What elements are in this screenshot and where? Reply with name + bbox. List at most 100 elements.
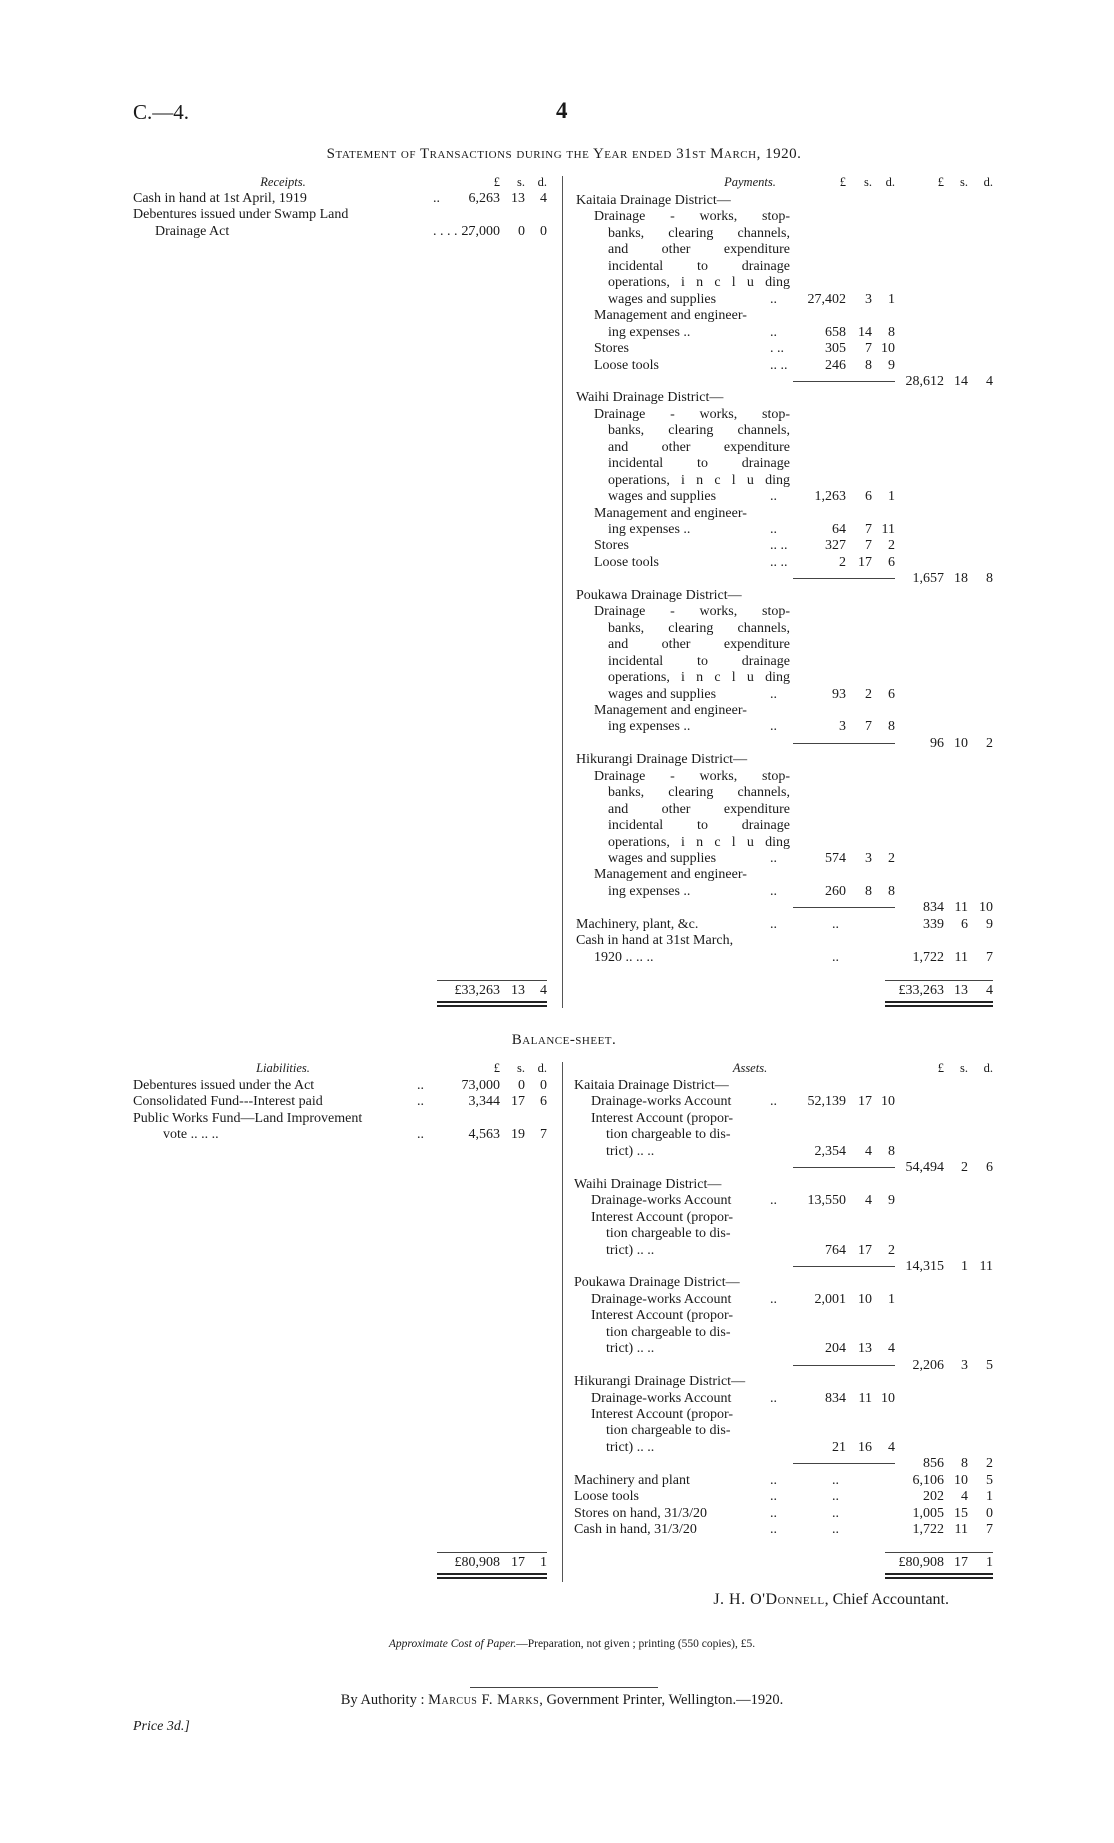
amount-pence: 4: [986, 373, 993, 389]
total-rule-top: [885, 979, 993, 981]
district-heading: Kaitaia Drainage District—: [0, 192, 1114, 209]
amount-pence: 5: [986, 1357, 993, 1373]
amount-shillings: 11: [954, 949, 968, 965]
leader-dots: ..: [770, 686, 777, 702]
line-item: and other expenditure: [0, 439, 1114, 456]
imprint: By Authority : Marcus F. Marks, Governme…: [0, 1692, 1114, 1709]
amount-shillings: 0: [518, 223, 525, 239]
amount-pence: 6: [888, 554, 895, 570]
amount-pounds: 2: [839, 554, 846, 570]
header-pence: d.: [885, 175, 895, 189]
amount-pence: 2: [888, 851, 895, 866]
amount-pence: 4: [888, 1341, 895, 1357]
amount-pounds: 204: [825, 1341, 846, 1357]
district-name: Hikurangi Drainage District—: [576, 752, 748, 768]
line-item-label: and other expenditure: [608, 801, 790, 817]
amount-pence: 8: [888, 1143, 895, 1159]
line-item-label: Stores on hand, 31/3/20: [574, 1505, 707, 1521]
amount-pounds: 834: [923, 900, 944, 916]
amount-shillings: 10: [858, 1291, 872, 1307]
line-item: banks, clearing channels,: [0, 422, 1114, 439]
line-item: tion chargeable to dis-: [0, 1324, 1114, 1341]
column-heading: Liabilities.: [256, 1061, 310, 1075]
line-item-label: tion chargeable to dis-: [606, 1127, 731, 1143]
amount-shillings: 13: [511, 191, 525, 206]
leader-dots: .. ..: [770, 357, 788, 373]
line-item: incidental to drainage: [0, 258, 1114, 275]
leader-dots: ..: [770, 1193, 777, 1209]
line-item-label: tion chargeable to dis-: [606, 1324, 731, 1340]
cost-note-label: Approximate Cost of Paper.: [388, 1638, 517, 1650]
amount-pounds: 3: [839, 719, 846, 735]
amount-pounds: 1,263: [814, 489, 847, 505]
line-item: banks, clearing channels,: [0, 225, 1114, 242]
leader-dots: . ..: [770, 341, 784, 357]
amount-pence: 1: [888, 1291, 895, 1307]
leader-dots: ..: [832, 1489, 839, 1505]
amount-shillings: 11: [858, 1390, 872, 1406]
subtotal-rule: [793, 578, 895, 580]
amount-shillings: 18: [954, 571, 968, 587]
line-item-label: Stores: [594, 538, 629, 554]
header-pounds: £: [937, 175, 944, 189]
amount-pounds: 14,315: [905, 1258, 945, 1274]
amount-pounds: 6,263: [468, 191, 501, 206]
amount-shillings: 1: [961, 1258, 968, 1274]
amount-pence: 2: [986, 735, 993, 751]
line-item-label: vote .. .. ..: [163, 1127, 219, 1143]
amount-shillings: 14: [858, 324, 872, 340]
amount-pence: 0: [540, 1078, 547, 1093]
amount-pence: 4: [540, 982, 547, 998]
line-item: operations, i n c l u ding: [0, 274, 1114, 291]
line-item-label: ing expenses ..: [608, 324, 691, 340]
amount-shillings: 13: [954, 982, 968, 998]
amount-pounds: £33,263: [454, 982, 501, 998]
amount-pounds: 27,000: [461, 223, 501, 239]
amount-shillings: 16: [858, 1439, 872, 1455]
amount-shillings: 17: [858, 1094, 872, 1110]
line-item-label: Drainage-works Account: [591, 1291, 732, 1307]
amount-shillings: 8: [961, 1456, 968, 1472]
district-heading: Waihi Drainage District—: [0, 1176, 1114, 1193]
line-item: Drainage - works, stop-: [0, 768, 1114, 785]
leader-dots: ..: [770, 489, 777, 505]
column-heading: Payments.: [724, 175, 776, 189]
amount-pence: 7: [986, 1522, 993, 1538]
imprint-printer: Marcus F. Marks: [428, 1692, 540, 1708]
amount-shillings: 10: [954, 1472, 968, 1488]
line-item-label: Drainage-works Account: [591, 1193, 732, 1209]
header-pence: d.: [537, 175, 547, 189]
line-item-label: ing expenses ..: [608, 522, 691, 537]
line-item-label: Drainage-works Account: [591, 1390, 732, 1406]
line-item: tion chargeable to dis-: [0, 1422, 1114, 1439]
amount-shillings: 7: [865, 719, 872, 735]
district-name: Poukawa Drainage District—: [574, 1275, 740, 1291]
amount-pounds: 764: [825, 1242, 846, 1258]
total-rule-top: [437, 979, 547, 981]
amount-pence: 4: [888, 1439, 895, 1455]
amount-pounds: 52,139: [807, 1094, 847, 1110]
line-item: tion chargeable to dis-: [0, 1126, 1114, 1143]
amount-pounds: 27,402: [807, 291, 847, 307]
line-item-label: operations, i n c l u ding: [608, 834, 790, 850]
line-item-label: Drainage Act: [155, 223, 230, 239]
amount-shillings: 7: [865, 522, 872, 537]
amount-shillings: 14: [954, 373, 968, 389]
amount-pounds: 658: [825, 324, 846, 340]
line-item: Management and engineer-: [0, 702, 1114, 719]
district-name: Waihi Drainage District—: [576, 390, 724, 406]
header-shillings: s.: [517, 175, 525, 189]
amount-shillings: 13: [511, 982, 525, 998]
